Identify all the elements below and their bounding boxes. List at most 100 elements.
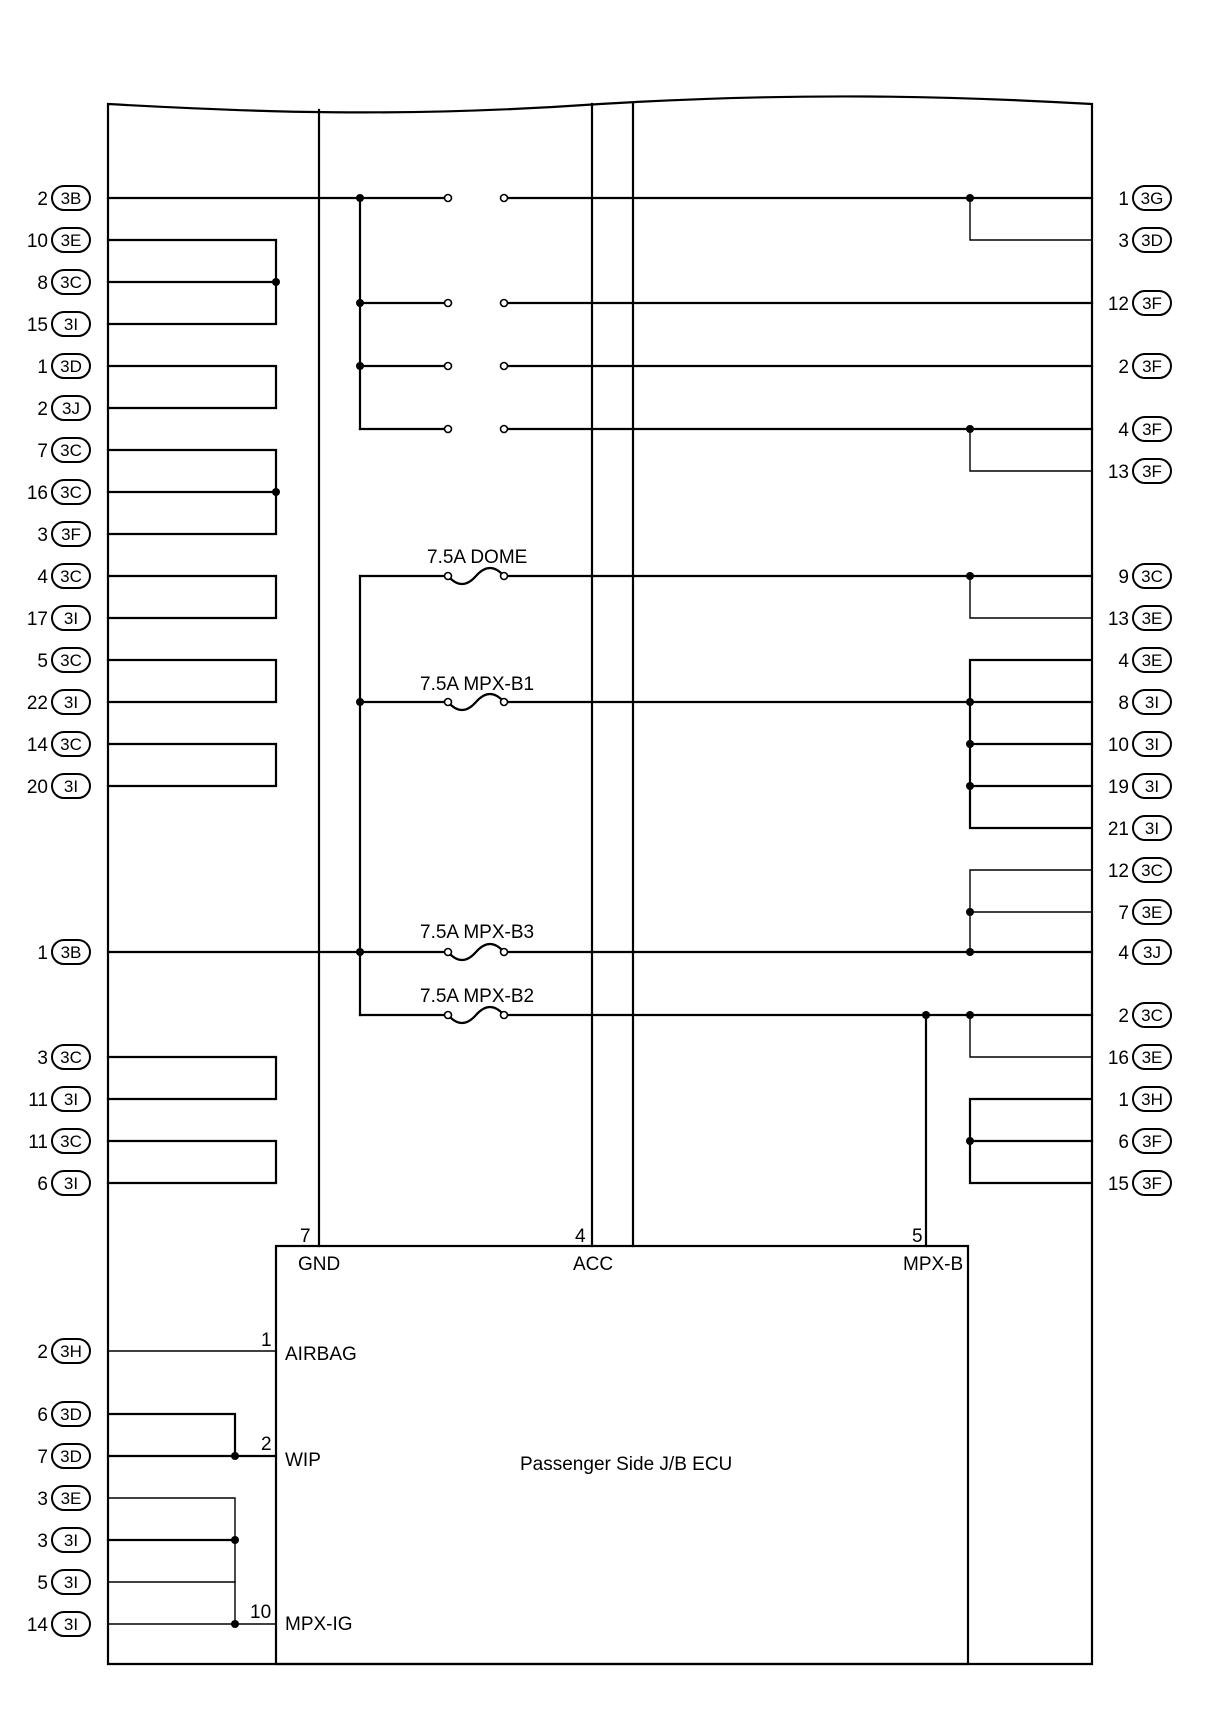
- junction-dot: [231, 1452, 239, 1460]
- junction-dot: [966, 1011, 974, 1019]
- fuse-symbol: [447, 692, 505, 712]
- connector-pin: 6: [1118, 1132, 1129, 1153]
- switch-contact: [499, 298, 509, 308]
- connector-id: 3I: [64, 315, 78, 334]
- fuse-terminal: [443, 1010, 453, 1020]
- connector-pin: 5: [37, 1573, 48, 1594]
- connector-pin: 14: [27, 735, 49, 756]
- connector-id: 3C: [60, 1048, 82, 1067]
- ecu-pin-num-wip: 2: [261, 1434, 272, 1455]
- connector-badge: [51, 311, 91, 337]
- left-connector-8: 3F3: [37, 521, 91, 547]
- connector-pin: 3: [37, 1531, 48, 1552]
- connector-pin: 3: [37, 525, 48, 546]
- connector-id: 3C: [1141, 567, 1163, 586]
- junction-dots: [231, 193, 974, 1628]
- connector-pin: 1: [37, 357, 48, 378]
- connector-id: 3H: [1141, 1090, 1163, 1109]
- connector-pin: 9: [1118, 567, 1129, 588]
- connector-badge: [51, 1485, 91, 1511]
- connector-badge: [1132, 353, 1172, 379]
- switch-contact: [443, 298, 453, 308]
- connector-badge: [51, 1611, 91, 1637]
- connector-id: 3F: [1142, 1132, 1162, 1151]
- connector-id: 3E: [1142, 609, 1163, 628]
- connector-id: 3C: [60, 651, 82, 670]
- connector-id: 3E: [1142, 651, 1163, 670]
- connector-pin: 7: [37, 1447, 48, 1468]
- connector-badge: [1132, 185, 1172, 211]
- junction-dot: [966, 740, 974, 748]
- ecu-pin-num-gnd: 7: [300, 1226, 311, 1247]
- junction-dot: [356, 698, 364, 706]
- connector-id: 3I: [64, 777, 78, 796]
- connector-pin: 2: [37, 1342, 48, 1363]
- left-connector-19: 3I6: [37, 1170, 91, 1196]
- connector-pin: 12: [1108, 861, 1129, 882]
- connector-pin: 17: [27, 609, 48, 630]
- connector-pin: 2: [37, 189, 48, 210]
- connector-pin: 12: [1108, 294, 1129, 315]
- ecu-pin-name-gnd: GND: [298, 1254, 340, 1275]
- fuse-terminal: [443, 571, 453, 581]
- connector-id: 3E: [1142, 1048, 1163, 1067]
- fuse-terminal: [443, 947, 453, 957]
- junction-dot: [272, 278, 280, 286]
- connector-id: 3B: [61, 943, 82, 962]
- connector-pin: 1: [37, 943, 48, 964]
- connector-badge: [51, 731, 91, 757]
- connector-id: 3D: [60, 1447, 82, 1466]
- connector-pin: 2: [1118, 357, 1129, 378]
- connector-pin: 10: [1108, 735, 1129, 756]
- left-connector-3: 3I 15: [27, 311, 91, 337]
- right-connectors: 3G13D33F123F23F43F133C93E133E43I83I103I1…: [1108, 185, 1172, 1196]
- connector-pin: 3: [37, 1489, 48, 1510]
- connector-pin: 7: [37, 441, 48, 462]
- left-connector-9: 3C4: [37, 563, 91, 589]
- connector-badge: [1132, 227, 1172, 253]
- connector-pin: 22: [27, 693, 48, 714]
- left-connector-2: 3C8: [37, 269, 91, 295]
- connector-badge: [1132, 605, 1172, 631]
- ecu-pin-name-wip: WIP: [285, 1450, 321, 1471]
- connector-badge: [1132, 416, 1172, 442]
- connector-id: 3E: [61, 1489, 82, 1508]
- ecu-pin-num-acc: 4: [575, 1226, 586, 1247]
- connector-pin: 11: [28, 1132, 48, 1153]
- wire: [108, 1412, 237, 1456]
- right-connector-6: 3C 9: [1118, 563, 1172, 589]
- connector-badge: [1132, 458, 1172, 484]
- connector-id: 3I: [64, 1531, 78, 1550]
- connector-id: 3E: [1142, 903, 1163, 922]
- right-connector-19: 3F 6: [1118, 1128, 1172, 1154]
- connector-badge: [1132, 857, 1172, 883]
- connector-badge: [1132, 647, 1172, 673]
- connector-pin: 16: [27, 483, 48, 504]
- connector-pin: 4: [1118, 943, 1129, 964]
- connector-badge: [51, 773, 91, 799]
- junction-dot: [231, 1536, 239, 1544]
- connector-pin: 21: [1108, 819, 1129, 840]
- junction-dot: [966, 948, 974, 956]
- connector-badge: [51, 1170, 91, 1196]
- right-connector-2: 3F 12: [1108, 290, 1172, 316]
- connector-badge: [51, 479, 91, 505]
- connector-badge: [51, 1338, 91, 1364]
- right-connector-0: 3G1: [1118, 185, 1172, 211]
- wire: [969, 576, 1092, 619]
- fuse-symbol: [447, 942, 505, 962]
- connector-pin: 11: [28, 1090, 48, 1111]
- connector-pin: 15: [27, 315, 48, 336]
- connector-id: 3F: [1142, 294, 1162, 313]
- left-connector-0: 3B2: [37, 185, 91, 211]
- connector-badge: [51, 939, 91, 965]
